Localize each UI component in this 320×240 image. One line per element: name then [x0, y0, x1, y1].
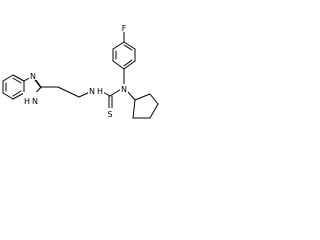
thiourea-nh-n-text: N [89, 87, 95, 96]
chemical-structure: N H N N H N S F [2, 22, 159, 119]
ethylene-linker [40, 86, 93, 98]
atom-label-benzimidazole-nh: H N [23, 92, 39, 106]
atom-label-benzimidazole-n: N [29, 71, 37, 81]
thiourea-nh-h-text: H [97, 87, 103, 96]
benzimidazole-n-text: N [30, 72, 36, 81]
atom-label-fluorine: F [120, 22, 128, 33]
benzimidazole-nh-n-text: N [32, 97, 38, 106]
fluorophenyl-ring [112, 31, 136, 85]
benzimidazole-h-text: H [24, 97, 30, 106]
atom-label-thiourea-nh: N H [88, 86, 104, 96]
cyclopentyl-ring [126, 90, 159, 119]
atom-label-sulfur: S [106, 108, 115, 119]
sulfur-text: S [107, 110, 112, 119]
thiourea-n-text: N [121, 85, 127, 94]
benzimidazole-benzene-ring [2, 74, 25, 100]
thiourea-core [100, 87, 124, 110]
atom-label-thiourea-n: N [120, 84, 128, 94]
fluorine-text: F [122, 24, 127, 33]
